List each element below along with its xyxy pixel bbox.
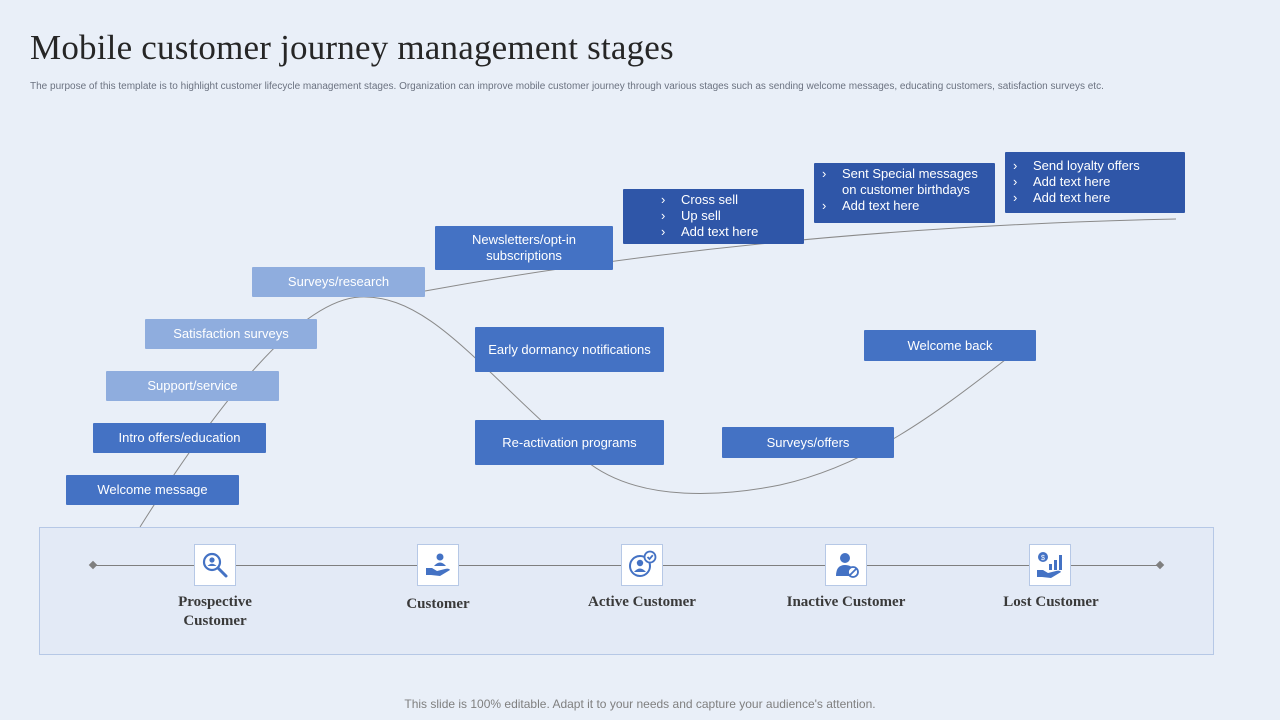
support-service-box: Support/service — [106, 371, 279, 401]
welcome-back-box: Welcome back — [864, 330, 1036, 361]
loyalty-item: Send loyalty offers — [1013, 158, 1140, 174]
page-subtitle: The purpose of this template is to highl… — [30, 81, 1104, 92]
reactivation-box: Re-activation programs — [475, 420, 664, 465]
stage-label-lost: Lost Customer — [1003, 594, 1099, 610]
loyalty-item: Add text here — [1013, 190, 1140, 206]
early-dormancy-box: Early dormancy notifications — [475, 327, 664, 372]
special-messages-box: Sent Special messages on customer birthd… — [814, 163, 995, 223]
newsletters-box: Newsletters/opt-in subscriptions — [435, 226, 613, 270]
stage-label-customer: Customer — [406, 596, 470, 612]
cross-sell-box: Cross sell Up sell Add text here — [623, 189, 804, 244]
page-title: Mobile customer journey management stage… — [30, 28, 674, 67]
intro-offers-box: Intro offers/education — [93, 423, 266, 453]
hand-user-icon — [417, 544, 459, 586]
money-growth-icon: $ — [1029, 544, 1071, 586]
user-check-icon — [621, 544, 663, 586]
cross-sell-item: Cross sell — [661, 192, 758, 208]
loyalty-box: Send loyalty offers Add text here Add te… — [1005, 152, 1185, 213]
stage-label-active: Active Customer — [588, 594, 696, 610]
surveys-offers-box: Surveys/offers — [722, 427, 894, 458]
loyalty-item: Add text here — [1013, 174, 1140, 190]
welcome-message-box: Welcome message — [66, 475, 239, 505]
surveys-research-box: Surveys/research — [252, 267, 425, 297]
special-messages-item: Sent Special messages on customer birthd… — [822, 166, 995, 198]
search-user-icon — [194, 544, 236, 586]
stage-label-prospective: Prospective Customer — [178, 594, 252, 629]
cross-sell-item: Add text here — [661, 224, 758, 240]
satisfaction-surveys-box: Satisfaction surveys — [145, 319, 317, 349]
special-messages-item: Add text here — [822, 198, 995, 214]
stage-label-inactive: Inactive Customer — [786, 594, 906, 610]
svg-text:$: $ — [1041, 555, 1045, 562]
cross-sell-item: Up sell — [661, 208, 758, 224]
footer-note: This slide is 100% editable. Adapt it to… — [404, 697, 876, 711]
user-blocked-icon — [825, 544, 867, 586]
